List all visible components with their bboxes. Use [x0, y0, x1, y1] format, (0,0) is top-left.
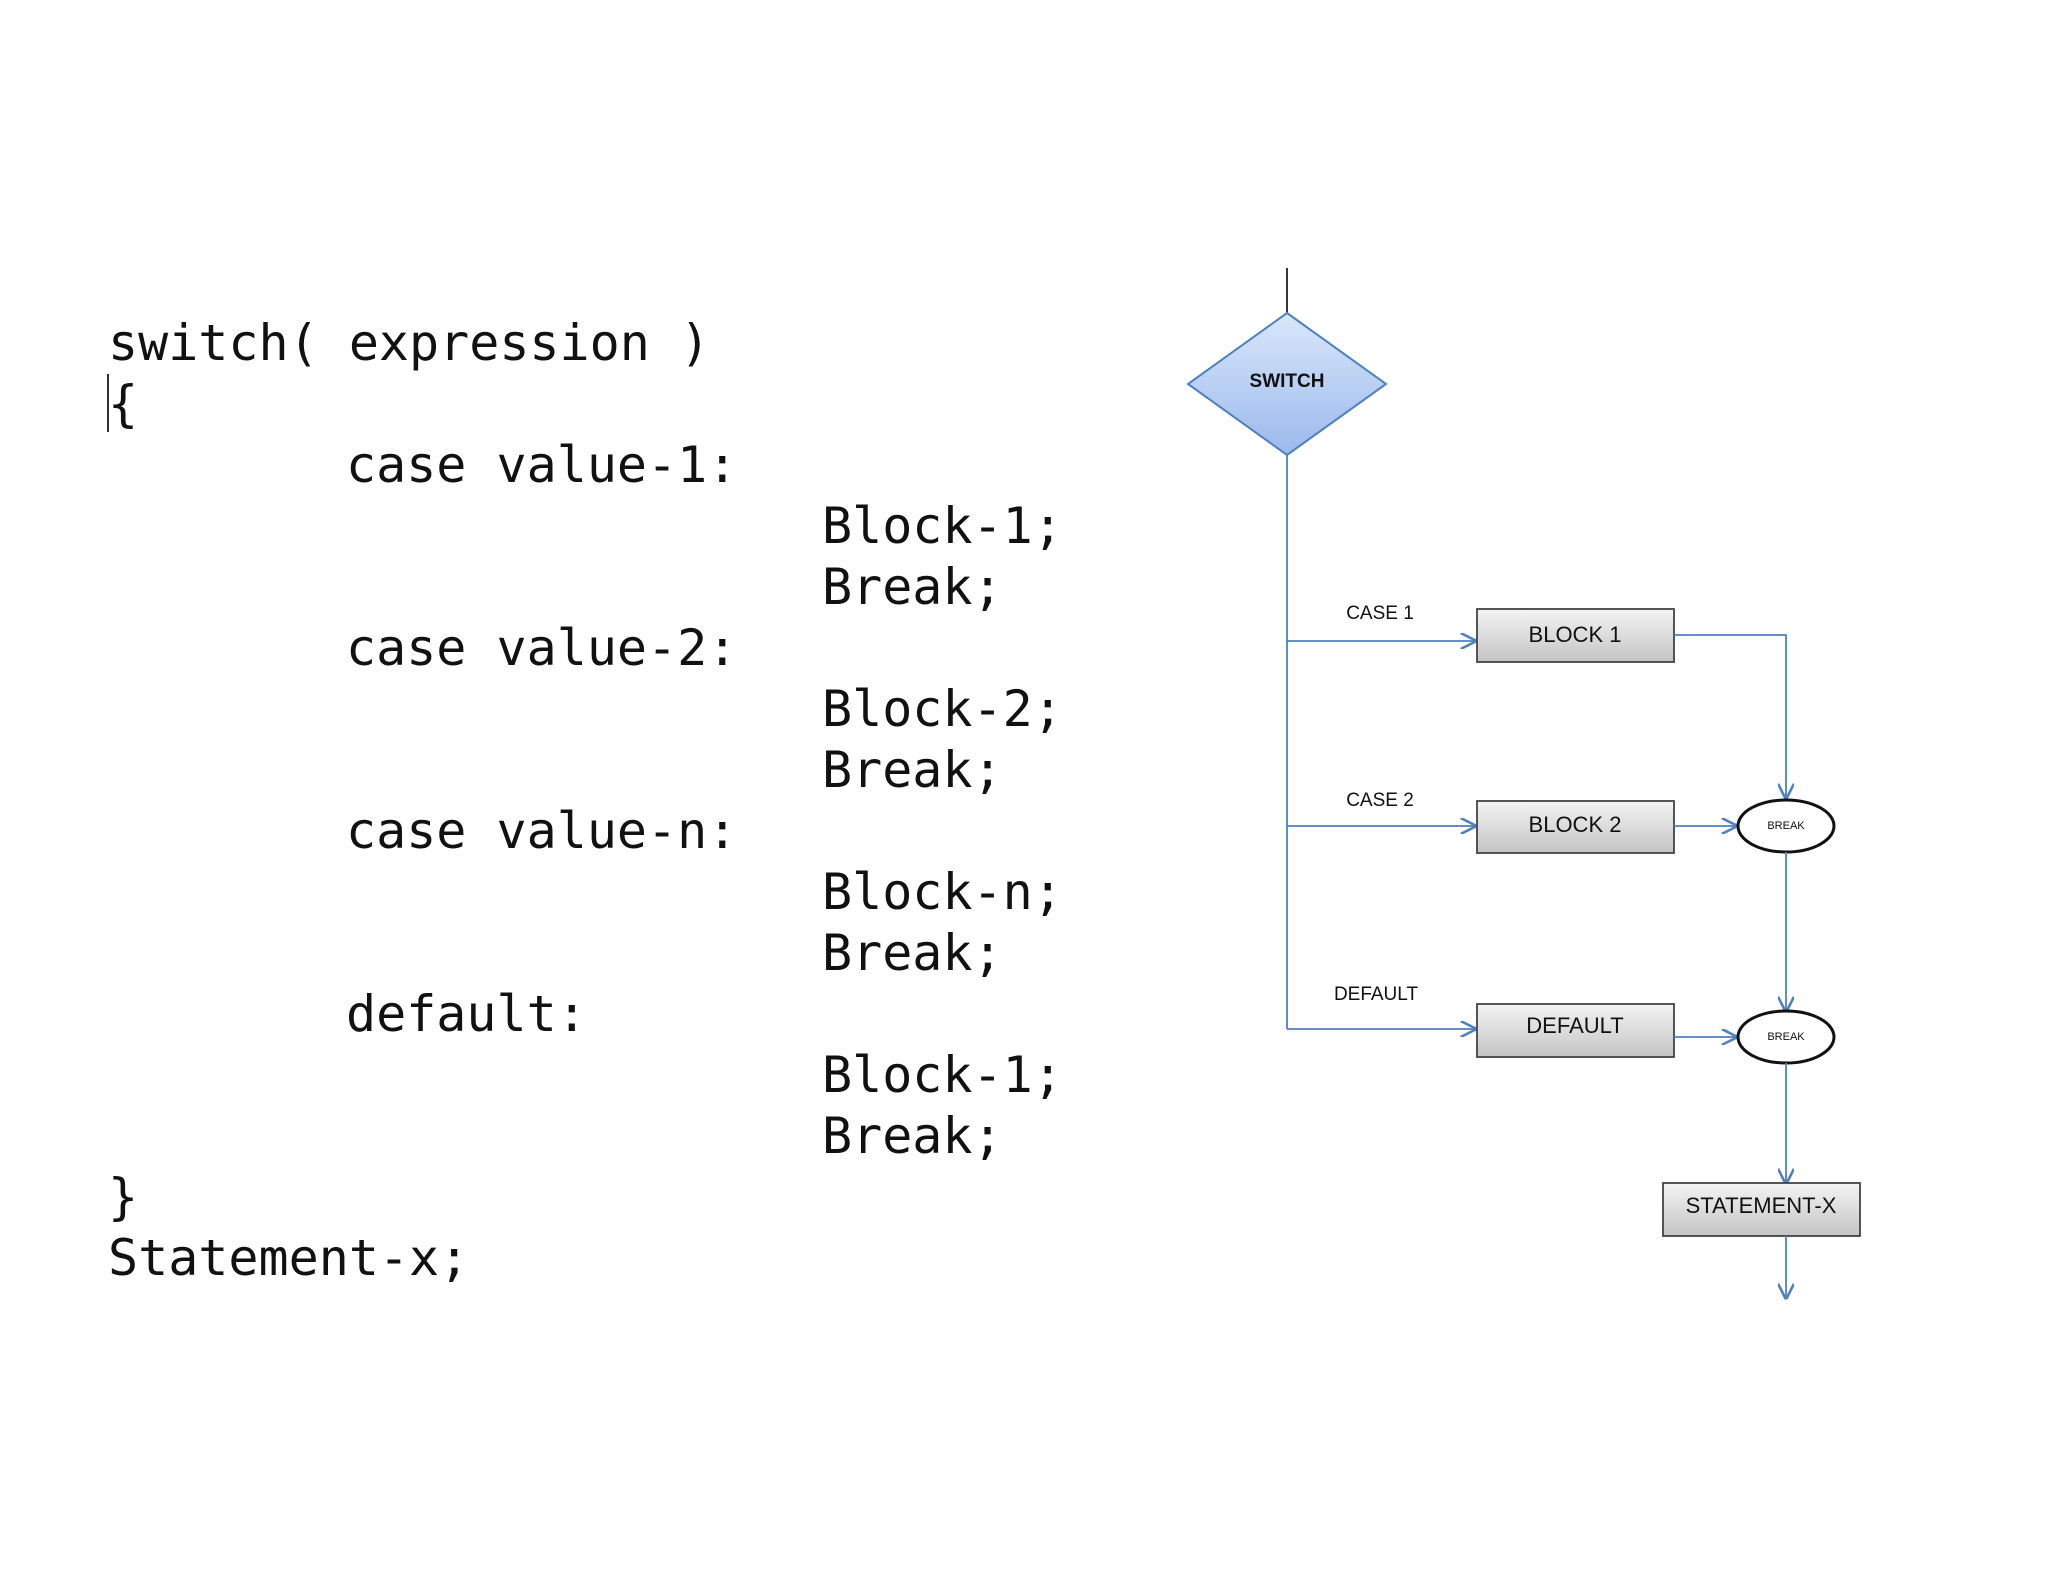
code-line-statement-x: Statement-x; — [108, 1229, 469, 1287]
switch-flowchart: SWITCH CASE 1 CASE 2 DEFAULT BLOCK 1 BLO… — [1186, 268, 1861, 1298]
block-2-label: BLOCK 2 — [1529, 812, 1622, 837]
code-line-block-1: Block-1; — [822, 497, 1063, 555]
code-line-break-2: Break; — [822, 741, 1003, 799]
code-listing: switch( expression ) { case value-1: Blo… — [107, 314, 1063, 1287]
code-line-break-1: Break; — [822, 558, 1003, 616]
code-line-default: default: — [346, 985, 587, 1043]
statement-x-box — [1662, 1182, 1861, 1237]
code-line-default-block: Block-1; — [822, 1046, 1063, 1104]
code-line-case-n: case value-n: — [346, 802, 737, 860]
edge-label-case-2: CASE 2 — [1346, 790, 1414, 811]
statement-x-label: STATEMENT-X — [1686, 1193, 1837, 1218]
edge-block-1-to-break-1 — [1674, 634, 1786, 798]
code-line-block-2: Block-2; — [822, 680, 1063, 738]
edge-label-default: DEFAULT — [1334, 984, 1419, 1005]
code-line-case-1: case value-1: — [346, 436, 737, 494]
default-block-box — [1476, 1003, 1675, 1058]
edge-label-case-1: CASE 1 — [1346, 603, 1414, 624]
break-1-label: BREAK — [1767, 820, 1805, 832]
switch-decision-label: SWITCH — [1250, 371, 1325, 392]
block-1-label: BLOCK 1 — [1529, 622, 1622, 647]
block-1-box — [1476, 608, 1675, 663]
code-line-block-n: Block-n; — [822, 863, 1063, 921]
code-line-open-brace: { — [108, 375, 138, 433]
code-line-default-break: Break; — [822, 1107, 1003, 1165]
code-line-break-n: Break; — [822, 924, 1003, 982]
code-line-close-brace: } — [108, 1168, 138, 1226]
break-2-label: BREAK — [1767, 1031, 1805, 1043]
code-line-case-2: case value-2: — [346, 619, 737, 677]
code-line-switch: switch( expression ) — [108, 314, 710, 372]
block-2-box — [1476, 800, 1675, 854]
default-block-label: DEFAULT — [1526, 1013, 1623, 1038]
